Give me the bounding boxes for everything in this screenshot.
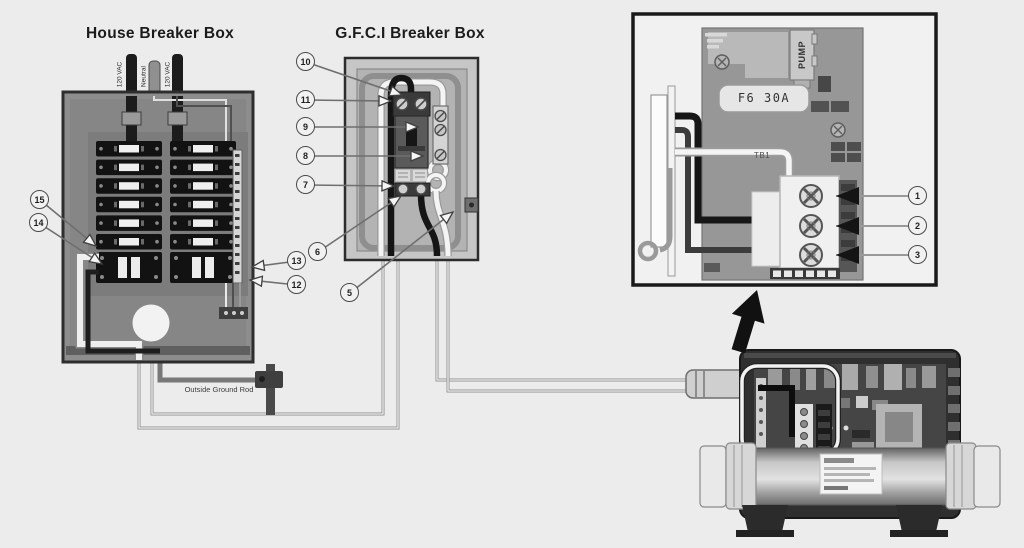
fuse-f6 — [718, 84, 810, 113]
callout-6: 6 — [308, 242, 327, 261]
label-ground-rod: Outside Ground Rod — [184, 385, 254, 394]
callout-12: 12 — [287, 275, 306, 294]
label-pump: PUMP — [797, 41, 807, 70]
callout-lines — [38, 61, 455, 294]
inset-callout-lines — [836, 187, 909, 264]
outside-ground-rod — [157, 360, 283, 415]
tb1-terminal-block — [779, 175, 840, 269]
house-box-title: House Breaker Box — [85, 25, 235, 42]
callout-7: 7 — [296, 175, 315, 194]
terminal-screw-1 — [799, 184, 823, 208]
label-120vac-left: 120 VAC — [116, 61, 124, 88]
gfci-neutral-bus — [432, 105, 449, 165]
inset-ground-wire — [637, 168, 673, 262]
inset-red-wire — [675, 127, 758, 253]
label-120vac-right: 120 VAC — [164, 61, 172, 88]
breaker-column-right — [170, 141, 236, 283]
house-feed-wire-left — [126, 54, 137, 96]
terminal-screw-2 — [799, 214, 823, 238]
heater-union-right — [945, 442, 977, 510]
gfci-breaker-toggle — [406, 126, 417, 148]
heater-union-left — [699, 445, 727, 508]
pump-connector — [789, 29, 815, 81]
label-fuse-f6-30a: F6 30A — [737, 91, 791, 105]
underground-feed-wires — [137, 260, 698, 430]
gfci-ground-wire — [359, 73, 461, 251]
zoom-arrow — [731, 290, 765, 354]
gfci-box-title: G.F.C.I Breaker Box — [335, 25, 485, 42]
callout-14: 14 — [29, 213, 48, 232]
callout-15: 15 — [30, 190, 49, 209]
gfci-breaker-box — [343, 56, 480, 262]
callout-1: 1 — [908, 186, 927, 205]
breaker-column-left — [96, 141, 162, 283]
spa-control-pack — [685, 349, 1001, 537]
callout-2: 2 — [908, 216, 927, 235]
mounting-foot-left — [742, 505, 788, 532]
callout-10: 10 — [296, 52, 315, 71]
inset-black-wire — [675, 112, 760, 224]
callout-8: 8 — [296, 146, 315, 165]
inset-white-wire — [675, 147, 794, 178]
label-neutral: Neutral — [140, 66, 148, 87]
callout-9: 9 — [296, 117, 315, 136]
callout-3: 3 — [908, 245, 927, 264]
neutral-bus-bar — [232, 149, 243, 284]
callout-5: 5 — [340, 283, 359, 302]
control-board-inset — [631, 12, 938, 287]
label-tb1: TB1 — [754, 151, 771, 160]
knockout-hole — [132, 304, 170, 342]
callout-11: 11 — [296, 90, 315, 109]
callout-13: 13 — [287, 251, 306, 270]
mounting-bracket — [650, 94, 668, 248]
mounting-foot-right — [896, 505, 942, 532]
house-feed-wire-right — [172, 54, 183, 96]
house-breaker-box — [61, 54, 255, 364]
pack-terminal-block — [795, 404, 813, 454]
terminal-screw-3 — [799, 243, 823, 267]
